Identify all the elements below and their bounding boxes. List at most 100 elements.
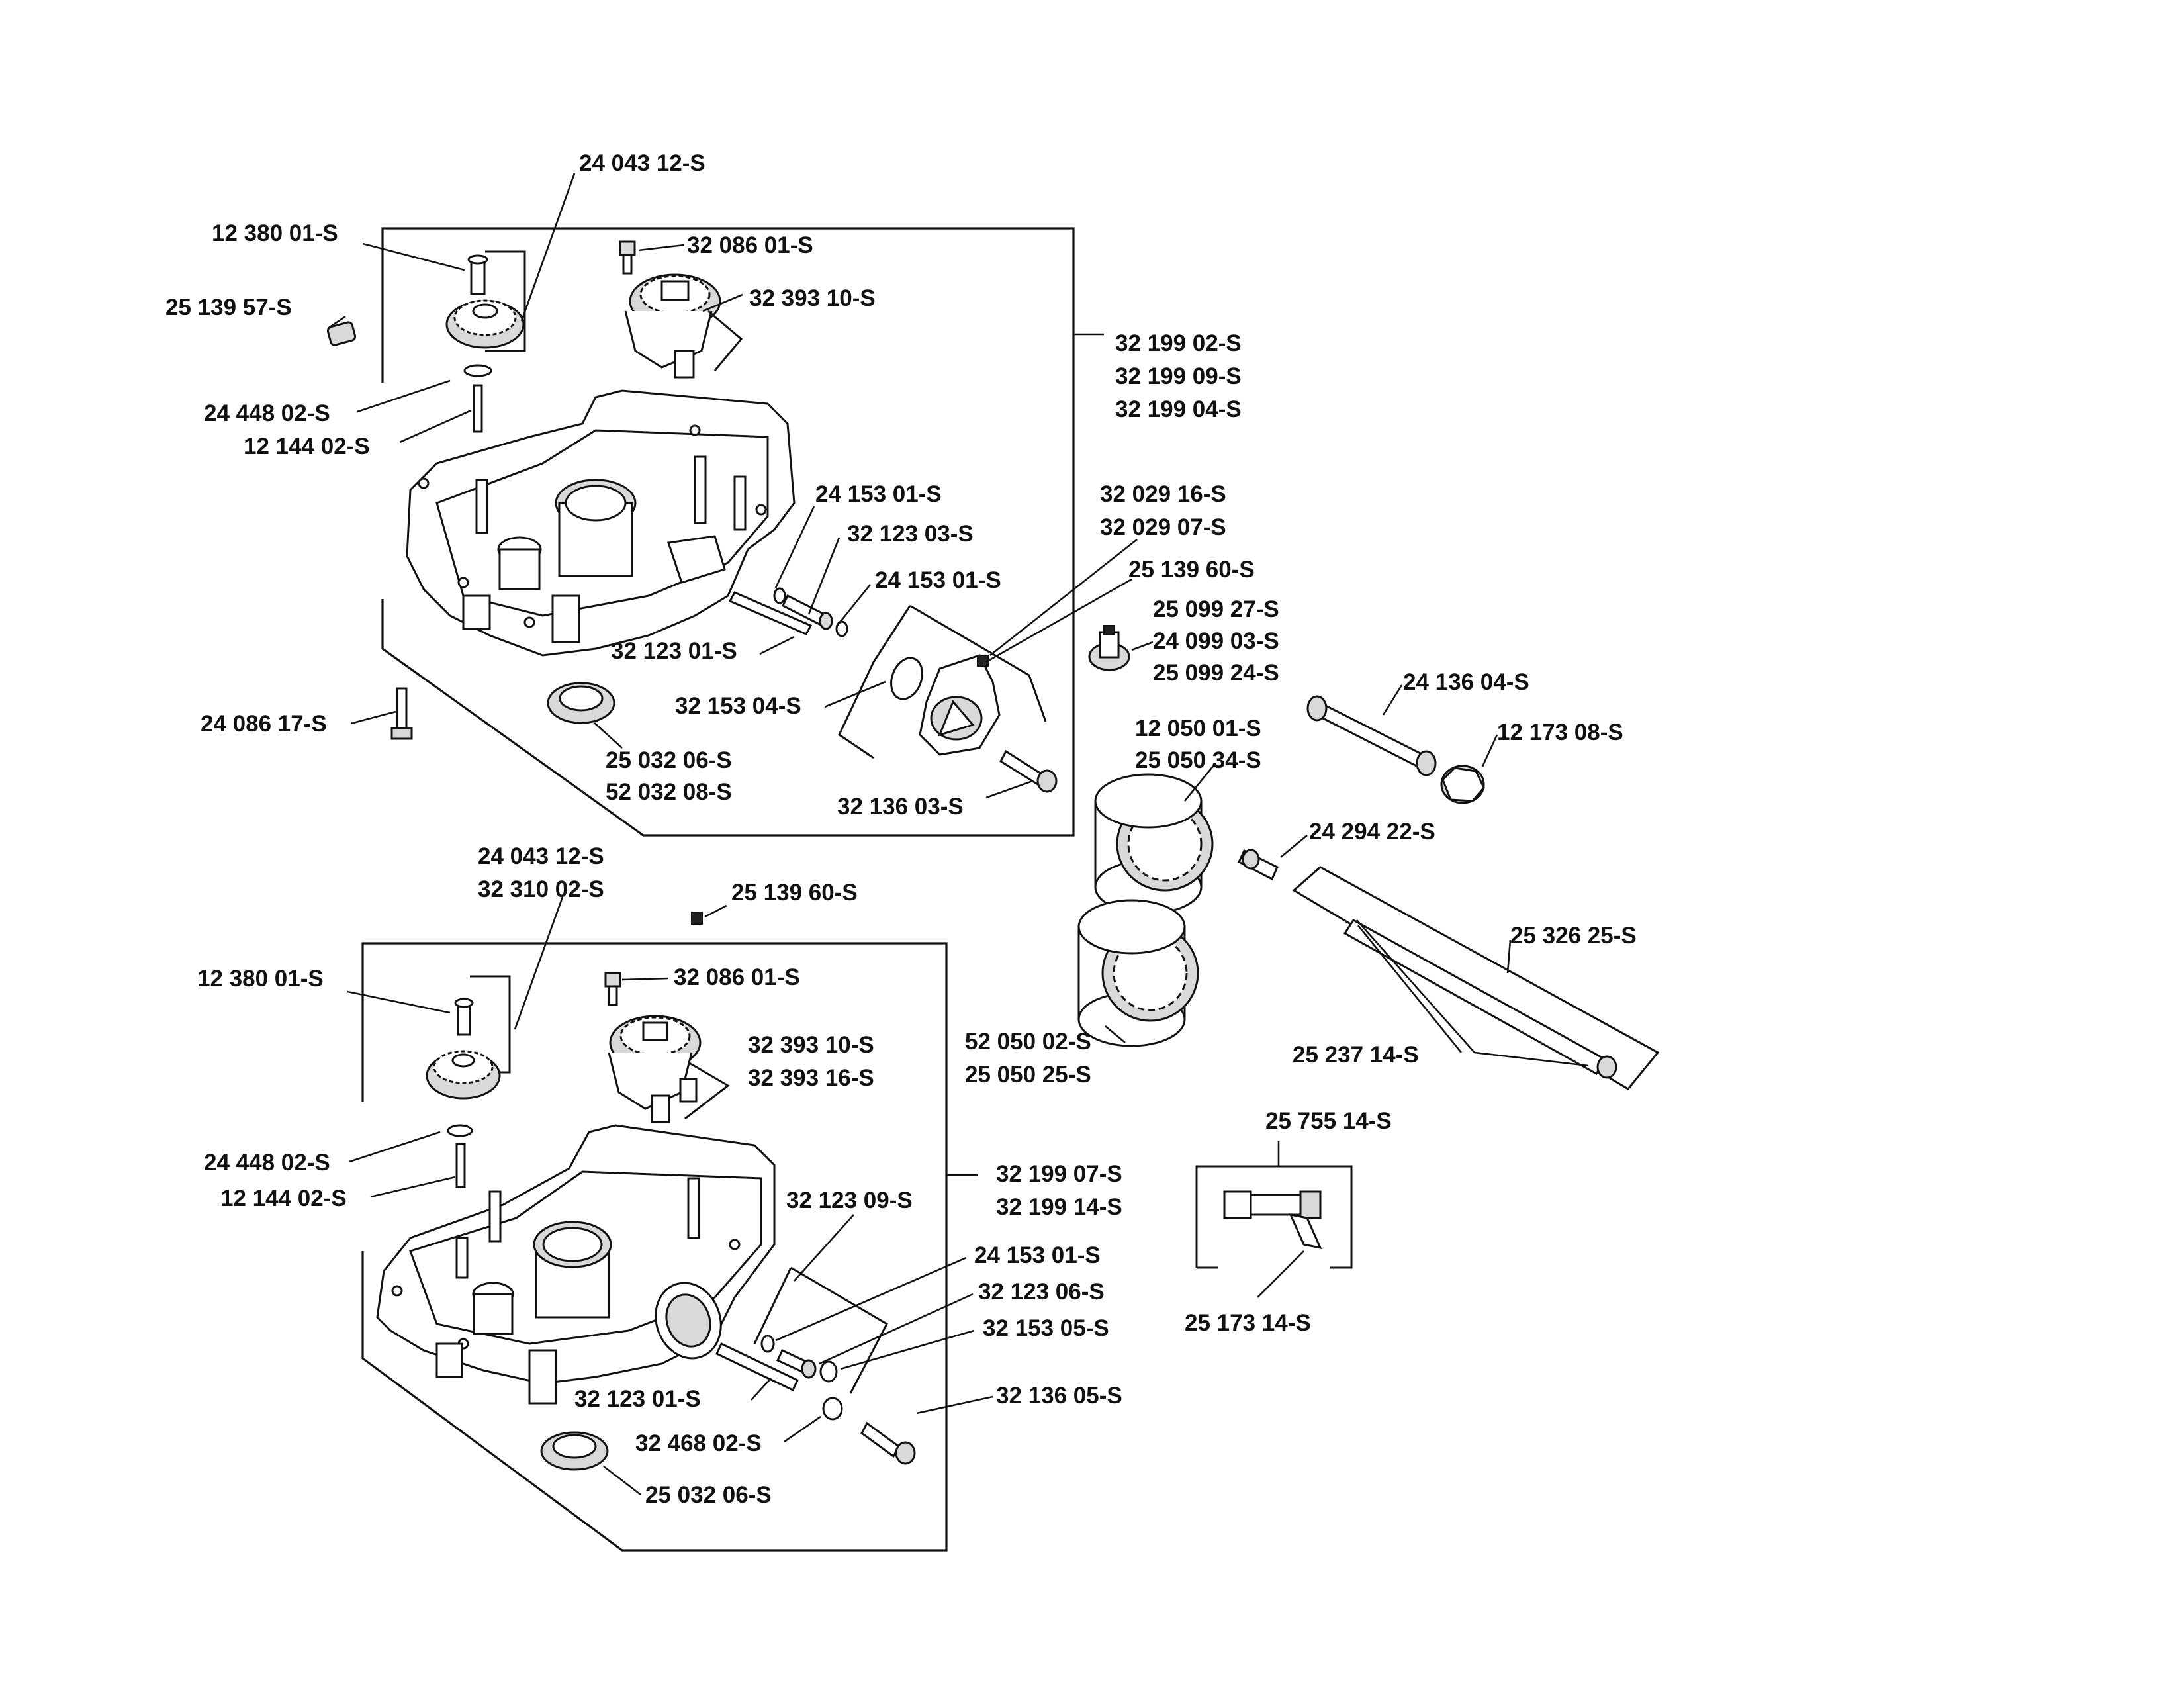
label-upper-plug: 25 139 57-S	[165, 295, 292, 320]
label-valve-clip: 25 173 14-S	[1185, 1310, 1311, 1336]
label-sender-3: 25 099 24-S	[1153, 660, 1279, 686]
label-lower-pin: 12 380 01-S	[197, 966, 324, 992]
label-upper-adapter: 32 136 03-S	[837, 794, 964, 820]
lower-frame	[361, 942, 948, 1552]
oil-pump-upper	[919, 654, 1001, 756]
upper-frame	[381, 227, 1075, 837]
upper-assembly	[326, 173, 1104, 837]
lower-oring-part	[760, 1335, 775, 1353]
label-upper-seal-2: 52 032 08-S	[606, 779, 732, 805]
label-sender-2: 24 099 03-S	[1153, 628, 1279, 654]
label-upper-washer: 24 448 02-S	[204, 400, 330, 426]
valve-frame	[1195, 1165, 1353, 1269]
shaft-pin-part	[473, 384, 483, 433]
label-filter-lower-1: 52 050 02-S	[965, 1029, 1091, 1055]
washer-part	[463, 364, 492, 377]
lower-tube-a-part	[776, 1349, 817, 1379]
lower-assembly	[347, 896, 993, 1552]
label-fitting: 24 294 22-S	[1309, 819, 1435, 845]
fitting-part	[1238, 849, 1279, 881]
lower-pin-part	[454, 998, 474, 1036]
valve-part	[1223, 1190, 1322, 1250]
label-upper-pump-gasket: 32 153 04-S	[675, 693, 801, 719]
label-lower-governor-1: 32 393 10-S	[748, 1032, 874, 1058]
label-upper-gear: 24 043 12-S	[579, 150, 705, 176]
lower-washer-part	[447, 1124, 473, 1137]
governor-part	[624, 273, 721, 379]
sender-part	[1088, 625, 1130, 671]
seal-upper-part	[547, 682, 615, 724]
label-pump-1: 32 029 16-S	[1100, 481, 1226, 507]
cap-part	[1440, 765, 1485, 804]
adapter-upper-part	[999, 749, 1058, 793]
tube-a-part	[782, 594, 833, 630]
label-lower-gear-1: 24 043 12-S	[478, 843, 604, 869]
oring-b-part	[835, 620, 848, 637]
label-hose-clamp: 25 237 14-S	[1293, 1042, 1419, 1068]
side-bolt-part	[390, 687, 413, 740]
label-lower-seal: 25 032 06-S	[645, 1482, 772, 1508]
lower-tube-b-part	[715, 1342, 799, 1392]
lower-shaft-pin-part	[455, 1143, 466, 1188]
label-lower-shaft-pin: 12 144 02-S	[220, 1186, 347, 1211]
label-lower-gear-2: 32 310 02-S	[478, 876, 604, 902]
label-filter-lower-2: 25 050 25-S	[965, 1062, 1091, 1088]
label-sender-1: 25 099 27-S	[1153, 596, 1279, 622]
crankcase-upper	[406, 389, 796, 657]
label-filter-upper-2: 25 050 34-S	[1135, 747, 1261, 773]
label-upper-side-bolt: 24 086 17-S	[201, 711, 327, 737]
label-filter-upper-1: 12 050 01-S	[1135, 716, 1261, 741]
label-lower-kit: 32 123 09-S	[786, 1188, 913, 1213]
label-upper-oring-a: 24 153 01-S	[815, 481, 942, 507]
oring-a-part	[773, 587, 786, 604]
label-lower-oring: 24 153 01-S	[974, 1243, 1101, 1268]
label-lower-tube-b: 32 123 01-S	[574, 1386, 701, 1412]
label-upper-tube-b: 32 123 01-S	[611, 638, 737, 664]
label-lower-washer-b: 32 468 02-S	[635, 1430, 762, 1456]
label-upper-bolt: 32 086 01-S	[687, 232, 813, 258]
label-drain-cap: 12 173 08-S	[1497, 720, 1623, 745]
lower-seal-part	[540, 1431, 609, 1471]
crankcase-lower	[376, 1124, 776, 1405]
label-lower-group-2: 32 199 14-S	[996, 1194, 1122, 1220]
label-lower-washer: 24 448 02-S	[204, 1150, 330, 1176]
label-valve: 25 755 14-S	[1265, 1108, 1392, 1134]
label-pump-2: 32 029 07-S	[1100, 514, 1226, 540]
label-upper-pin: 12 380 01-S	[212, 220, 338, 246]
pin-part	[467, 254, 488, 295]
label-upper-group-3: 32 199 04-S	[1115, 397, 1242, 422]
label-upper-seal-1: 25 032 06-S	[606, 747, 732, 773]
label-lower-bolt: 32 086 01-S	[674, 964, 800, 990]
filter-lower-part	[1077, 899, 1199, 1047]
tube-b-part	[728, 591, 813, 635]
plug-part	[326, 321, 357, 346]
label-lower-group-1: 32 199 07-S	[996, 1161, 1122, 1187]
label-upper-shaft-pin: 12 144 02-S	[244, 434, 370, 459]
lower-governor-part	[608, 1015, 702, 1123]
lower-adapter-part	[860, 1421, 916, 1465]
hose-part	[1343, 919, 1617, 1079]
label-drain-tube: 24 136 04-S	[1403, 669, 1529, 695]
label-lower-plug: 25 139 60-S	[731, 880, 858, 906]
label-upper-group-1: 32 199 02-S	[1115, 330, 1242, 356]
label-lower-governor-2: 32 393 16-S	[748, 1065, 874, 1091]
drain-tube-part	[1306, 695, 1437, 776]
label-upper-group-2: 32 199 09-S	[1115, 363, 1242, 389]
right-parts	[985, 538, 1660, 1298]
lower-bolt-part	[604, 972, 621, 1006]
label-lower-adapter: 32 136 05-S	[996, 1383, 1122, 1409]
pump-plug-part	[977, 655, 989, 667]
label-lower-tube-a: 32 123 06-S	[978, 1279, 1105, 1305]
lower-plug-part	[691, 912, 703, 925]
label-hose: 25 326 25-S	[1510, 923, 1637, 949]
lower-gasket-part	[819, 1360, 838, 1383]
label-lower-gasket: 32 153 05-S	[983, 1315, 1109, 1341]
gear-part	[445, 299, 525, 349]
lower-gear-part	[426, 1050, 501, 1100]
label-pump-plug: 25 139 60-S	[1128, 557, 1255, 583]
bolt-part	[619, 240, 636, 275]
label-upper-oring-b: 24 153 01-S	[875, 567, 1001, 593]
lower-washer-b-part	[822, 1397, 843, 1421]
label-upper-governor: 32 393 10-S	[749, 285, 876, 311]
